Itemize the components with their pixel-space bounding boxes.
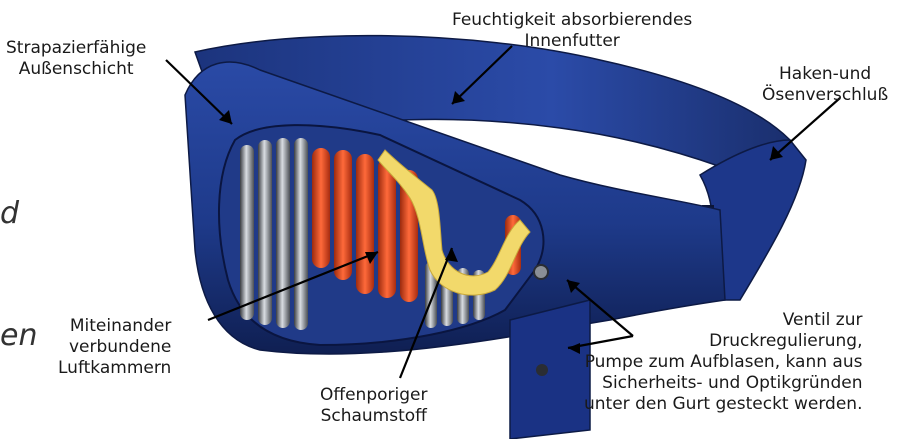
label-inner-lining: Feuchtigkeit absorbierendes Innenfutter [452, 10, 692, 52]
pump-button [536, 364, 548, 376]
label-outer-layer: Strapazierfähige Außenschicht [6, 38, 146, 80]
label-air-chambers: Miteinander verbundene Luftkammern [58, 316, 171, 379]
label-foam: Offenporiger Schaumstoff [320, 385, 427, 427]
valve [534, 265, 548, 279]
pump-tube [510, 300, 590, 439]
label-closure: Haken-und Ösenverschluß [762, 64, 888, 106]
edge-fragment-bottom: en [0, 318, 37, 353]
label-valve-pump: Ventil zur Druckregulierung, Pumpe zum A… [584, 310, 862, 415]
edge-fragment-top: d [0, 196, 19, 231]
